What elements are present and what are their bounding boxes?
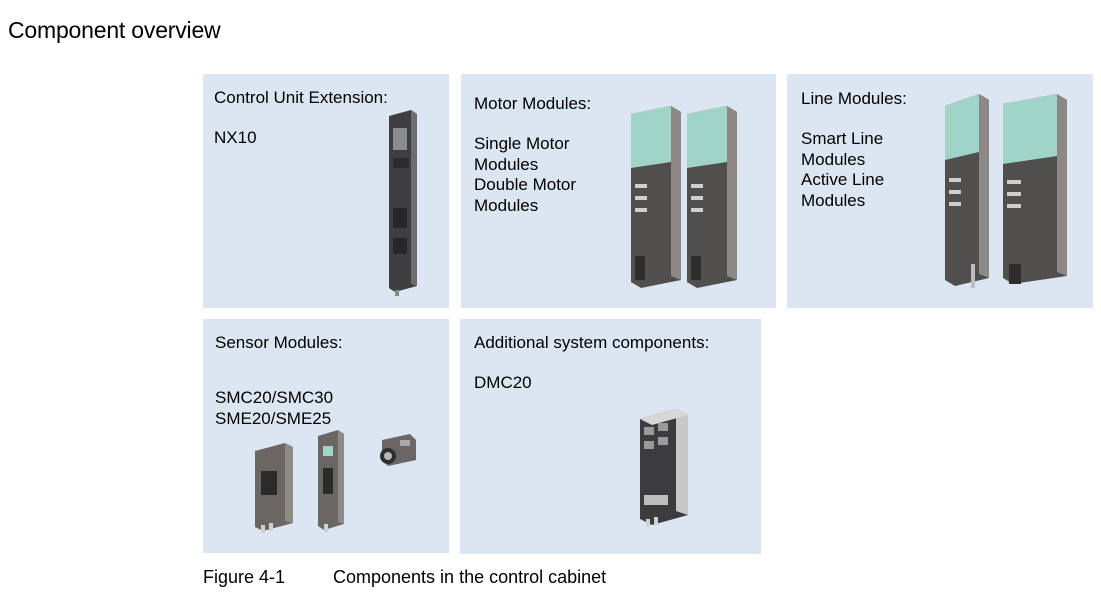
panel-title: Line Modules: [801,89,907,108]
panel-sensor-modules: Sensor Modules: SMC20/SMC30 SME20/SME25 [203,319,449,553]
figure-caption: Figure 4-1 Components in the control cabi… [203,567,606,588]
panel-lines: Single Motor Modules Double Motor Module… [474,134,576,216]
motor-module-image [687,106,737,288]
panel-line: Smart Line [801,129,884,148]
panel-additional-components: Additional system components: DMC20 [460,319,761,554]
section-heading: Component overview [8,17,221,43]
nx10-module-image [389,110,417,296]
panel-title: Additional system components: [474,333,710,352]
panel-lines: Smart Line Modules Active Line Modules [801,129,884,211]
panel-lines: DMC20 [474,373,532,394]
panel-line-modules: Line Modules: Smart Line Modules Active … [787,74,1093,308]
panel-line: NX10 [214,128,257,147]
panel-title: Sensor Modules: [215,333,343,352]
figure-number: Figure 4-1 [203,567,286,587]
panel-line: SME20/SME25 [215,408,332,428]
panel-line: DMC20 [474,373,532,392]
smart-line-module-image [945,94,989,288]
panel-title: Control Unit Extension: [214,88,388,107]
panel-lines: SMC20/SMC30 SME20/SME25 [215,388,333,429]
panel-motor-modules: Motor Modules: Single Motor Modules Doub… [461,74,776,308]
panel-line: Double Motor [474,175,577,194]
panel-line: Modules [474,154,539,174]
active-line-module-image [1003,94,1067,284]
figure-caption-text: Components in the control cabinet [333,567,607,587]
sensor-connector-image [380,434,416,466]
panel-line: Single Motor [474,134,570,153]
smc20-module-image [255,443,293,533]
sme20-module-image [318,430,344,532]
panel-line: SMC20/SMC30 [215,388,334,407]
panel-line: Modules [474,195,539,215]
panel-line: Modules [801,149,866,169]
panel-line: Modules [801,190,866,210]
dmc20-module-image [640,409,688,527]
panel-control-unit-extension: Control Unit Extension: NX10 [203,74,449,308]
panel-title: Motor Modules: [474,94,592,113]
panel-lines: NX10 [214,128,257,149]
motor-module-image [631,106,681,288]
panel-line: Active Line [801,170,885,189]
